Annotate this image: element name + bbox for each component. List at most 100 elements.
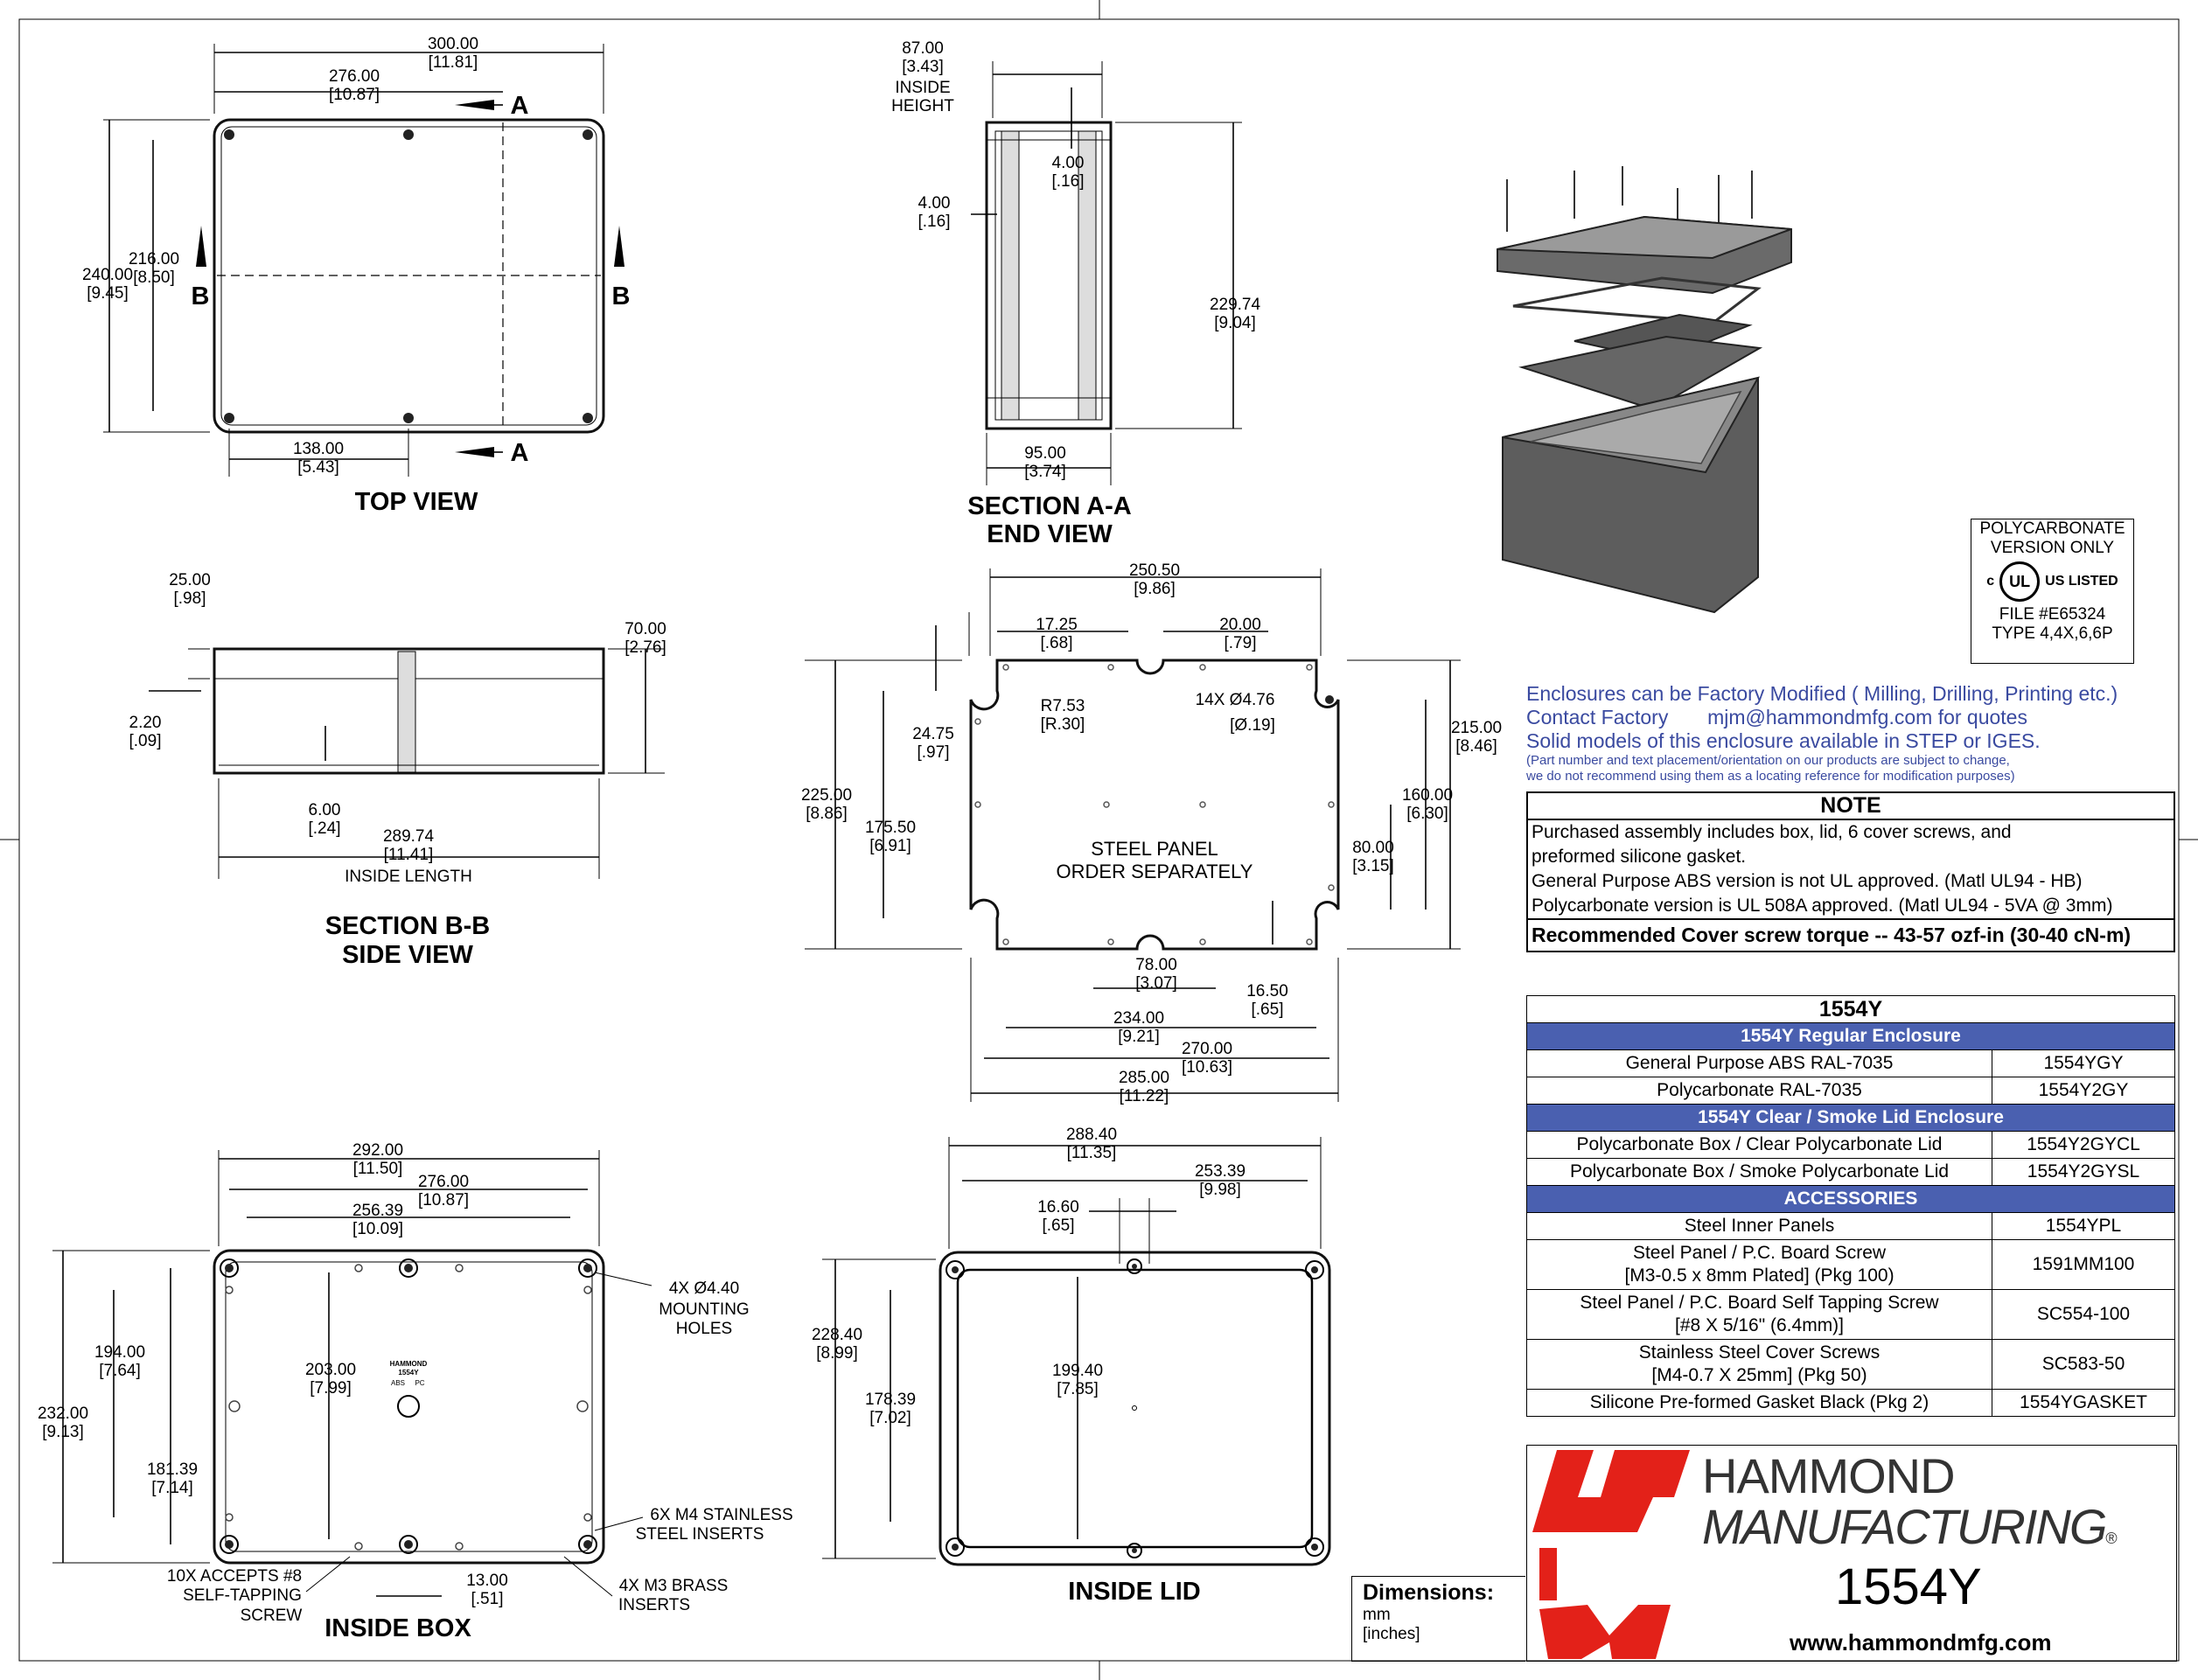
inside-lid-view: 288.40 [11.35] 253.39 [9.98] 16.60 [.65]… bbox=[812, 1126, 1331, 1606]
dim-text: 16.50 bbox=[1246, 982, 1288, 1000]
dim-text: 228.40 bbox=[812, 1326, 862, 1344]
dim-text: 225.00 bbox=[801, 786, 852, 805]
note-heading: NOTE bbox=[1528, 793, 2174, 820]
dim-text: 270.00 bbox=[1182, 1040, 1232, 1058]
info-line: Contact Factory mjm@hammondmfg.com for q… bbox=[1526, 706, 2027, 728]
dim-text: [7.02] bbox=[869, 1409, 911, 1427]
dim-text: [9.86] bbox=[1134, 580, 1176, 598]
title-block: HAMMOND MANUFACTURING® 1554Y www.hammond… bbox=[1526, 1445, 2177, 1662]
dim-text: 138.00 bbox=[293, 440, 344, 458]
dim-text: INSIDE LENGTH bbox=[345, 868, 472, 886]
dim-text: [5.43] bbox=[297, 458, 339, 477]
table-desc: Steel Panel / P.C. Board Screw[M3-0.5 x … bbox=[1526, 1239, 1992, 1290]
dim-text: 276.00 bbox=[418, 1173, 469, 1191]
ul-logo-icon: UL bbox=[1999, 561, 2041, 602]
ul-c-mark: c bbox=[1986, 574, 1995, 589]
dim-text: 215.00 bbox=[1451, 719, 1502, 737]
dim-text: 95.00 bbox=[1024, 444, 1066, 463]
dim-text: [7.99] bbox=[310, 1379, 352, 1398]
dim-text: [8.99] bbox=[816, 1344, 858, 1363]
dim-text: 6.00 bbox=[309, 801, 341, 819]
dim-text: [9.21] bbox=[1118, 1028, 1160, 1046]
ul-line: POLYCARBONATE bbox=[1979, 519, 2125, 538]
dim-text: [.65] bbox=[1043, 1216, 1075, 1235]
dimensions-unit: mm bbox=[1363, 1606, 1391, 1624]
callout-text: 4X Ø4.40 bbox=[669, 1279, 739, 1298]
info-fine-print: (Part number and text placement/orientat… bbox=[1526, 753, 2010, 768]
note-line: preformed silicone gasket. bbox=[1532, 847, 1747, 867]
panel-label: STEEL PANEL bbox=[1091, 838, 1218, 860]
dim-text: [9.04] bbox=[1214, 314, 1256, 332]
view-title: INSIDE BOX bbox=[324, 1614, 471, 1642]
dim-text: 14X Ø4.76 bbox=[1196, 691, 1275, 709]
dim-text: [11.22] bbox=[1120, 1087, 1169, 1105]
dim-text: INSIDE bbox=[895, 79, 950, 97]
table-title: 1554Y bbox=[1526, 995, 2175, 1023]
view-title: SECTION B-B bbox=[325, 912, 491, 940]
dim-text: 181.39 bbox=[147, 1460, 198, 1479]
dimensions-unit: [inches] bbox=[1363, 1625, 1420, 1643]
dim-text: 178.39 bbox=[865, 1391, 916, 1409]
table-pn: SC554-100 bbox=[1992, 1289, 2175, 1340]
dim-text: [.98] bbox=[174, 589, 206, 608]
callout-text: 10X ACCEPTS #8 bbox=[167, 1567, 302, 1586]
callout-text: SELF-TAPPING bbox=[183, 1586, 302, 1605]
table-desc-line: Steel Panel / P.C. Board Screw bbox=[1632, 1243, 1887, 1263]
dim-text: [2.76] bbox=[625, 638, 666, 657]
dim-text: 199.40 bbox=[1052, 1362, 1103, 1380]
view-title: TOP VIEW bbox=[355, 488, 478, 516]
dim-text: [.09] bbox=[129, 732, 162, 750]
dim-text: 17.25 bbox=[1036, 616, 1078, 634]
table-pn: 1554Y2GY bbox=[1992, 1077, 2175, 1105]
dim-text: 194.00 bbox=[94, 1343, 145, 1362]
dim-text: 78.00 bbox=[1135, 956, 1177, 974]
dim-text: 4.00 bbox=[918, 194, 951, 213]
section-bb-view: 25.00 [.98] 70.00 [2.76] 2.20 [.09] 6.00… bbox=[129, 571, 666, 969]
table-pn: 1591MM100 bbox=[1992, 1239, 2175, 1290]
dim-text: [3.74] bbox=[1024, 463, 1066, 481]
dim-text: 24.75 bbox=[912, 725, 954, 743]
website-link[interactable]: www.hammondmfg.com bbox=[1790, 1629, 2052, 1656]
dim-text: 70.00 bbox=[625, 620, 666, 638]
table-desc-line: [M3-0.5 x 8mm Plated] (Pkg 100) bbox=[1624, 1265, 1894, 1286]
ul-listed: US LISTED bbox=[2045, 574, 2118, 589]
table-pn: 1554Y2GYCL bbox=[1992, 1131, 2175, 1159]
table-desc: Polycarbonate Box / Smoke Polycarbonate … bbox=[1526, 1158, 1992, 1186]
table-row: Steel Panel / P.C. Board Self Tapping Sc… bbox=[1526, 1289, 2175, 1340]
dim-text: [.97] bbox=[918, 743, 950, 762]
model-number: 1554Y bbox=[1835, 1558, 1982, 1615]
section-label: B bbox=[192, 282, 210, 310]
dim-text: 253.39 bbox=[1195, 1162, 1246, 1181]
table-row: Steel Panel / P.C. Board Screw[M3-0.5 x … bbox=[1526, 1239, 2175, 1290]
dim-text: 87.00 bbox=[902, 39, 944, 58]
section-aa-view: 87.00 [3.43] INSIDE HEIGHT 4.00 [.16] 4.… bbox=[891, 39, 1260, 548]
ul-line: VERSION ONLY bbox=[1990, 539, 2115, 557]
table-desc: Polycarbonate Box / Clear Polycarbonate … bbox=[1526, 1131, 1992, 1159]
brand-name: MANUFACTURING bbox=[1702, 1499, 2107, 1554]
top-view: 300.00 [11.81] 276.00 [10.87] 240.00 [9.… bbox=[82, 35, 631, 516]
dim-text: 234.00 bbox=[1113, 1009, 1164, 1028]
dim-text: [7.85] bbox=[1057, 1380, 1099, 1398]
note-line: Purchased assembly includes box, lid, 6 … bbox=[1532, 822, 2012, 842]
dim-text: 288.40 bbox=[1066, 1126, 1117, 1144]
dim-text: [.65] bbox=[1252, 1000, 1284, 1019]
dim-text: [R.30] bbox=[1041, 715, 1085, 734]
view-title: INSIDE LID bbox=[1068, 1578, 1200, 1606]
view-title: SIDE VIEW bbox=[342, 941, 473, 969]
dim-text: [9.45] bbox=[87, 284, 129, 303]
panel-label: ORDER SEPARATELY bbox=[1057, 861, 1253, 882]
callout-text: 4X M3 BRASS bbox=[619, 1577, 729, 1595]
dim-text: [11.41] bbox=[384, 846, 434, 864]
note-box: NOTE Purchased assembly includes box, li… bbox=[1526, 791, 2175, 920]
dim-text: R7.53 bbox=[1041, 697, 1085, 715]
dim-text: 160.00 bbox=[1402, 786, 1453, 805]
table-row: Polycarbonate Box / Clear Polycarbonate … bbox=[1526, 1131, 2175, 1159]
table-desc-line: Steel Panel / P.C. Board Self Tapping Sc… bbox=[1580, 1293, 1939, 1313]
table-row: Stainless Steel Cover Screws[M4-0.7 X 25… bbox=[1526, 1339, 2175, 1390]
table-desc: Silicone Pre-formed Gasket Black (Pkg 2) bbox=[1526, 1389, 1992, 1417]
dim-text: 300.00 bbox=[428, 35, 478, 53]
